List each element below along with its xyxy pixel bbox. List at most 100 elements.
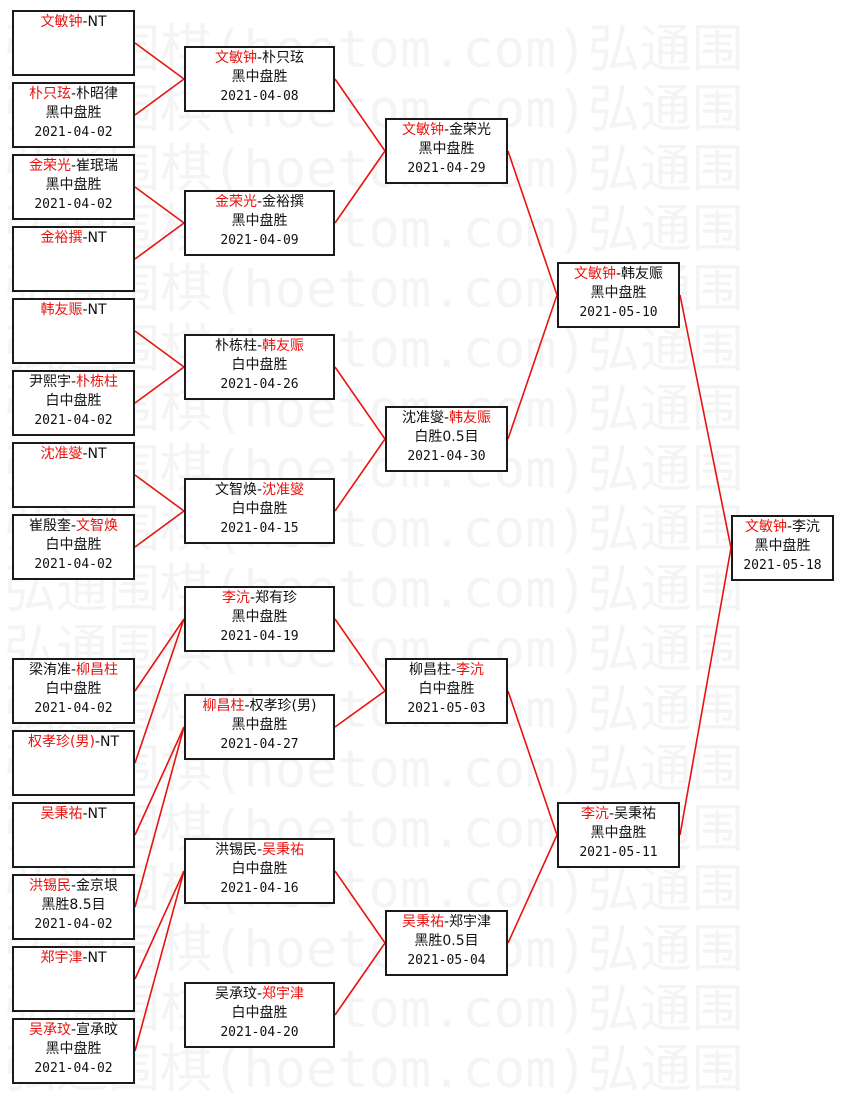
player-two-name: 李沆 bbox=[456, 662, 485, 678]
player-two-name: 李沆 bbox=[792, 519, 821, 535]
bracket-connector bbox=[134, 726, 185, 908]
match-box[interactable]: 吴秉祐-NT bbox=[12, 802, 135, 868]
match-players: 柳昌柱-李沆 bbox=[409, 661, 484, 680]
player-two-name: 朴只玹 bbox=[262, 50, 305, 66]
player-two-name: 金京垠 bbox=[76, 878, 119, 894]
match-result: 白胜0.5目 bbox=[414, 429, 479, 445]
match-result: 白中盘胜 bbox=[45, 537, 102, 553]
match-players: 尹熙宇-朴栋柱 bbox=[29, 373, 118, 392]
bracket-connector bbox=[507, 834, 558, 944]
match-players: 崔殷奎-文智焕 bbox=[29, 517, 118, 536]
match-result: 黑中盘胜 bbox=[45, 1041, 102, 1057]
match-date: 2021-05-10 bbox=[579, 305, 658, 320]
player-separator: - bbox=[82, 806, 88, 822]
player-two-name: 金荣光 bbox=[449, 122, 492, 138]
bracket-connector bbox=[507, 294, 558, 440]
bracket-connector bbox=[334, 618, 386, 692]
player-separator: - bbox=[256, 50, 263, 66]
match-date: 2021-04-09 bbox=[220, 233, 299, 248]
player-separator: - bbox=[82, 950, 88, 966]
bracket-connector bbox=[134, 222, 185, 260]
match-players: 梁洧准-柳昌柱 bbox=[29, 661, 118, 680]
match-box[interactable]: 金裕撰-NT bbox=[12, 226, 135, 292]
player-two-name: NT bbox=[87, 14, 107, 30]
player-separator: - bbox=[615, 266, 622, 282]
match-players: 洪锡民-吴秉祐 bbox=[215, 841, 304, 860]
match-box[interactable]: 韩友赈-NT bbox=[12, 298, 135, 364]
match-box[interactable]: 崔殷奎-文智焕白中盘胜 2021-04-02 bbox=[12, 514, 135, 580]
player-separator: - bbox=[256, 338, 263, 354]
player-one-name: 洪锡民 bbox=[214, 842, 257, 858]
player-separator: - bbox=[70, 158, 77, 174]
match-box[interactable]: 郑宇津-NT bbox=[12, 946, 135, 1012]
match-result: 白中盘胜 bbox=[45, 681, 102, 697]
player-one-name: 吴承玟 bbox=[28, 1022, 71, 1038]
match-players: 吴承玟-宣承旼 bbox=[29, 1021, 118, 1040]
match-date: 2021-04-02 bbox=[34, 701, 113, 716]
bracket-connector bbox=[334, 438, 386, 512]
player-two-name: 韩友赈 bbox=[449, 410, 492, 426]
match-date: 2021-04-29 bbox=[407, 161, 486, 176]
match-result: 黑中盘胜 bbox=[231, 609, 288, 625]
player-separator: - bbox=[256, 482, 263, 498]
player-one-name: 文敏钟 bbox=[401, 122, 444, 138]
match-players: 柳昌柱-权孝珍(男) bbox=[203, 697, 317, 716]
player-separator: - bbox=[70, 662, 77, 678]
match-result: 白中盘胜 bbox=[231, 357, 288, 373]
player-two-name: 文智焕 bbox=[76, 518, 119, 534]
match-result: 黑中盘胜 bbox=[590, 825, 647, 841]
match-players: 金裕撰-NT bbox=[40, 229, 106, 248]
player-one-name: 李沆 bbox=[580, 806, 609, 822]
match-players: 文敏钟-朴只玹 bbox=[215, 49, 304, 68]
player-one-name: 沈准燮 bbox=[401, 410, 444, 426]
match-players: 洪锡民-金京垠 bbox=[29, 877, 118, 896]
player-two-name: NT bbox=[87, 230, 107, 246]
match-date: 2021-04-15 bbox=[220, 521, 299, 536]
match-box[interactable]: 文敏钟-NT bbox=[12, 10, 135, 76]
player-two-name: 韩友赈 bbox=[262, 338, 305, 354]
match-players: 韩友赈-NT bbox=[40, 301, 106, 320]
match-players: 李沆-吴秉祐 bbox=[581, 805, 656, 824]
player-separator: - bbox=[82, 230, 88, 246]
match-players: 文敏钟-NT bbox=[40, 13, 106, 32]
player-one-name: 金裕撰 bbox=[40, 230, 83, 246]
match-result: 黑中盘胜 bbox=[45, 105, 102, 121]
player-separator: - bbox=[70, 878, 77, 894]
bracket-connector bbox=[679, 294, 732, 549]
bracket-connector bbox=[507, 150, 558, 296]
bracket-connector bbox=[134, 42, 185, 80]
match-box[interactable]: 权孝珍(男)-NT bbox=[12, 730, 135, 796]
player-separator: - bbox=[70, 1022, 77, 1038]
player-two-name: NT bbox=[87, 446, 107, 462]
match-date: 2021-04-02 bbox=[34, 557, 113, 572]
match-box[interactable]: 梁洧准-柳昌柱白中盘胜 2021-04-02 bbox=[12, 658, 135, 724]
player-separator: - bbox=[70, 374, 77, 390]
player-separator: - bbox=[82, 302, 88, 318]
match-players: 郑宇津-NT bbox=[40, 949, 106, 968]
match-date: 2021-05-03 bbox=[407, 701, 486, 716]
match-players: 文敏钟-金荣光 bbox=[402, 121, 491, 140]
match-box[interactable]: 沈准燮-NT bbox=[12, 442, 135, 508]
player-two-name: 崔珉瑞 bbox=[76, 158, 119, 174]
